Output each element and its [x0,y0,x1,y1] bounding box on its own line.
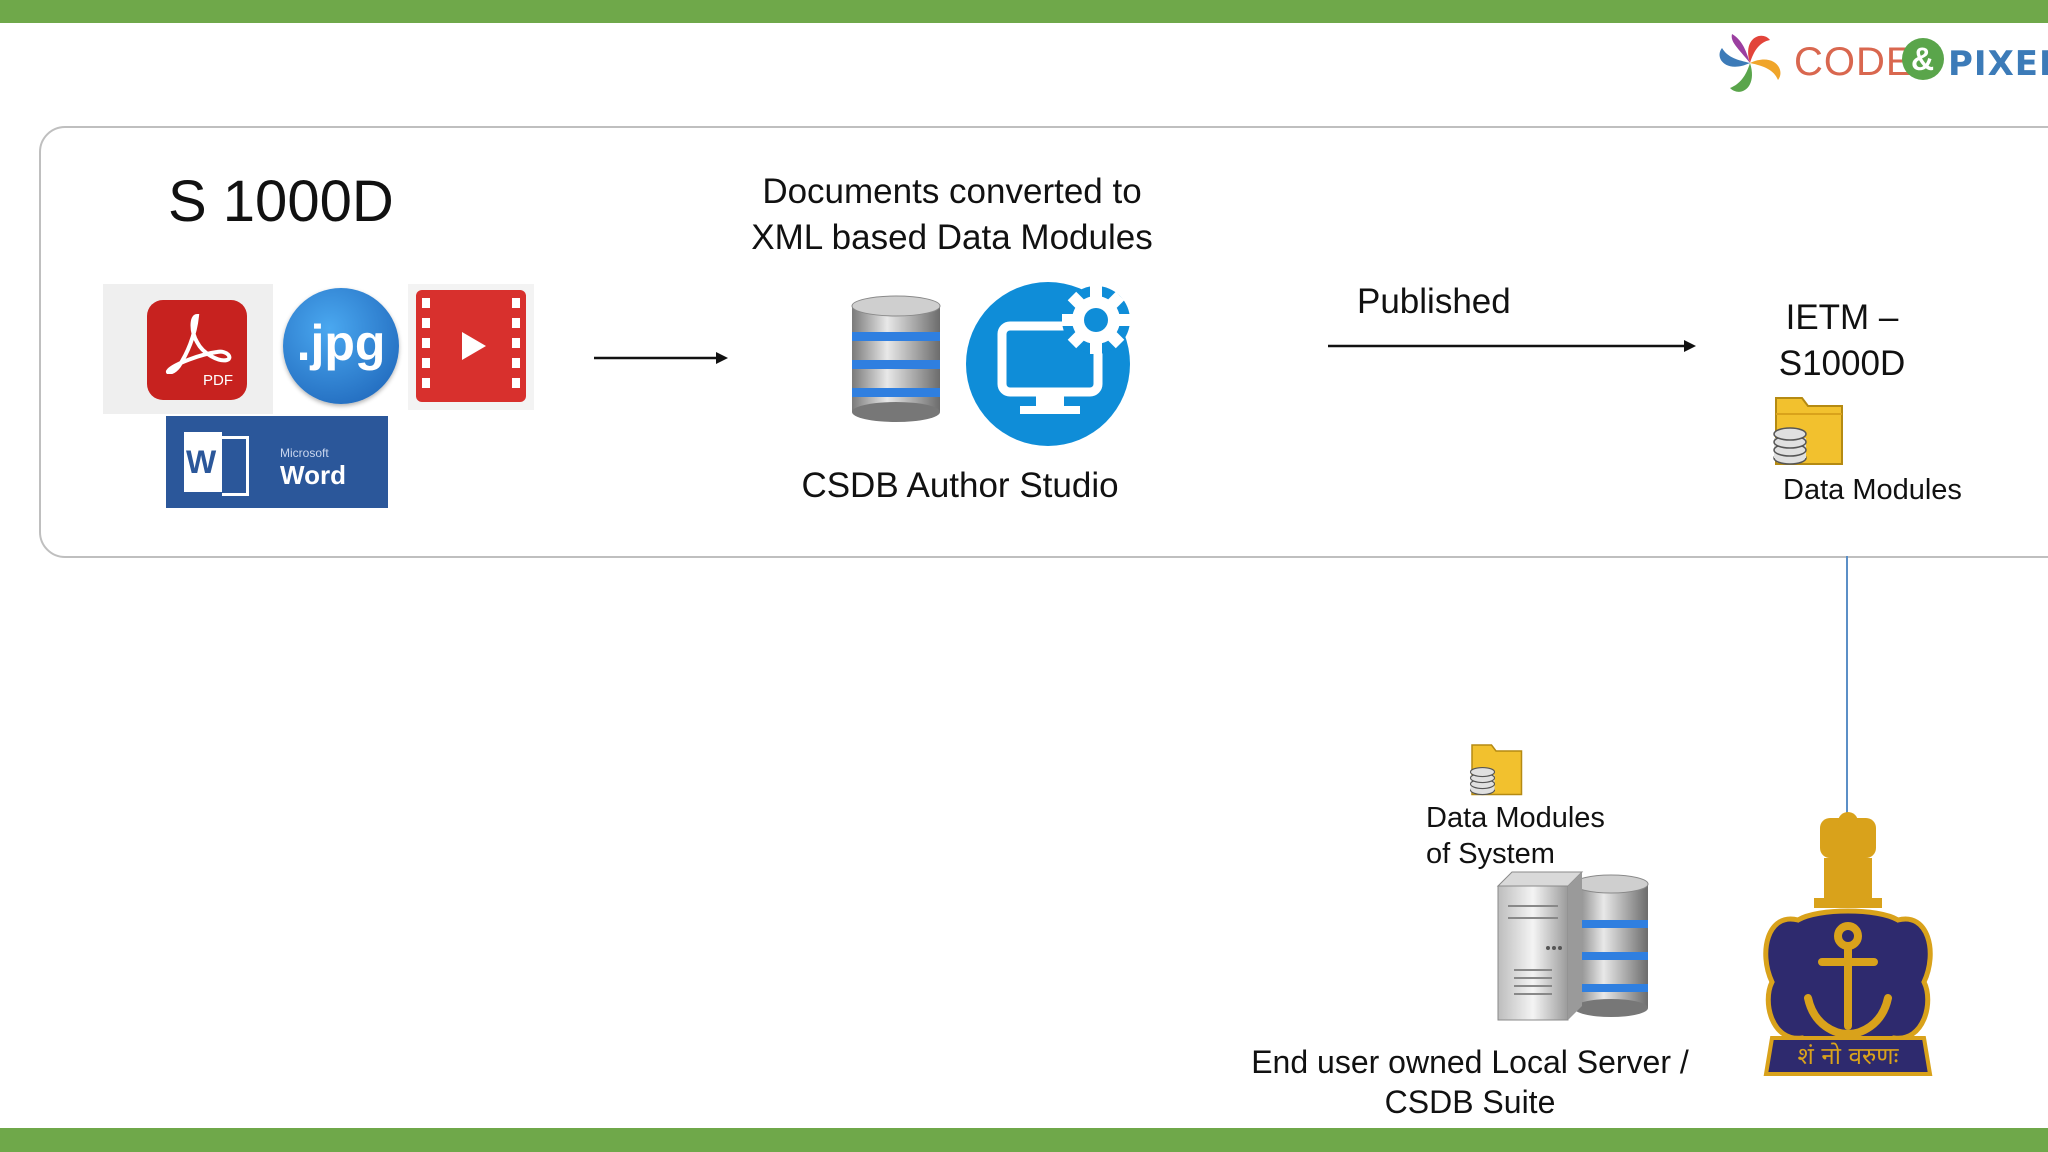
pdf-label: PDF [203,372,233,389]
logo-pixels-text: PIXELS [1948,44,2048,84]
logo-code-text: CODE [1794,40,1914,84]
system-data-modules-folder-icon [1469,744,1523,796]
data-modules-folder-icon [1773,397,1843,465]
emblem-motto: शं नो वरुणः [1797,1042,1899,1070]
arrow-to-studio [594,352,728,364]
bottom-bar [0,1128,2048,1152]
arrow-to-ietm [1328,340,1696,352]
csdb-studio-icon [966,282,1130,446]
published-label: Published [1357,282,1511,321]
pdf-icon: PDF [103,284,273,414]
local-server-icon [1496,871,1649,1021]
system-dm-line-2: of System [1426,838,1555,870]
navy-emblem-icon: शं नो वरुणः [1763,812,1933,1076]
video-icon [408,284,534,410]
conversion-line-2: XML based Data Modules [751,218,1153,257]
local-server-line-1: End user owned Local Server / [1251,1044,1689,1080]
database-icon [851,295,941,422]
local-server-line-2: CSDB Suite [1384,1084,1556,1120]
standard-title: S 1000D [168,169,394,234]
ietm-line-1: IETM – [1785,298,1899,337]
brand-logo: CODE & PIXELS [1712,28,2048,98]
conversion-line-1: Documents converted to [762,172,1142,211]
top-bar [0,0,2048,23]
word-letter: W [186,444,217,480]
word-small-label: Microsoft [280,446,329,460]
ietm-data-modules-label: Data Modules [1783,474,1962,506]
connector-line [1846,556,1848,818]
word-icon: W Microsoft Word [166,416,388,508]
jpg-label: .jpg [296,315,386,371]
logo-ampersand: & [1902,38,1944,80]
pinwheel-icon [1719,34,1781,92]
csdb-author-studio-label: CSDB Author Studio [801,466,1119,505]
system-dm-line-1: Data Modules [1426,802,1605,834]
ietm-line-2: S1000D [1778,344,1906,383]
jpg-icon: .jpg [283,288,399,404]
word-label: Word [280,460,346,490]
